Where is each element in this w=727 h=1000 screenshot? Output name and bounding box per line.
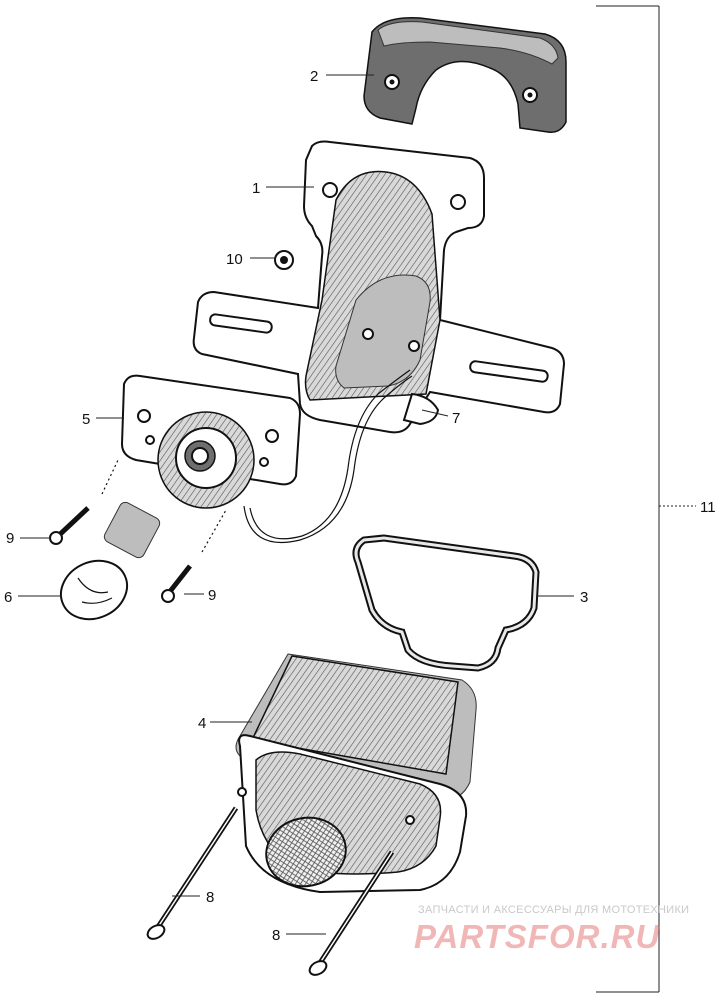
callout-3: 3: [580, 589, 588, 606]
callout-leaders: [18, 74, 574, 935]
part-3-gasket: [352, 534, 540, 672]
callout-4: 4: [198, 715, 206, 732]
wire-harness: [243, 369, 413, 544]
callout-7: 7: [452, 410, 460, 427]
callout-9-right: 9: [208, 587, 216, 604]
callout-8-right: 8: [272, 927, 280, 944]
assembly-bracket: [596, 5, 696, 993]
part-7-clamp: [402, 392, 440, 426]
part-8-screws: [146, 806, 395, 976]
part-10-nut: [274, 250, 294, 270]
callout-2: 2: [310, 68, 318, 85]
part-5-socket-plate: [120, 374, 302, 509]
callout-9-left: 9: [6, 530, 14, 547]
part-6-bulb: [59, 501, 161, 621]
callout-1: 1: [252, 180, 260, 197]
watermark-caption: ЗАПЧАСТИ И АКСЕССУАРЫ ДЛЯ МОТОТЕХНИКИ: [418, 904, 690, 916]
callout-6: 6: [4, 589, 12, 606]
callout-5: 5: [82, 411, 90, 428]
watermark-brand: PARTSFOR.RU: [414, 918, 661, 955]
part-4-lens: [235, 653, 477, 894]
callout-8-left: 8: [206, 889, 214, 906]
part-1-bracket: [192, 140, 566, 434]
part-9-screws: [49, 459, 227, 603]
part-2-cover: [363, 17, 567, 134]
callout-11: 11: [700, 499, 716, 516]
callout-10: 10: [226, 251, 243, 268]
